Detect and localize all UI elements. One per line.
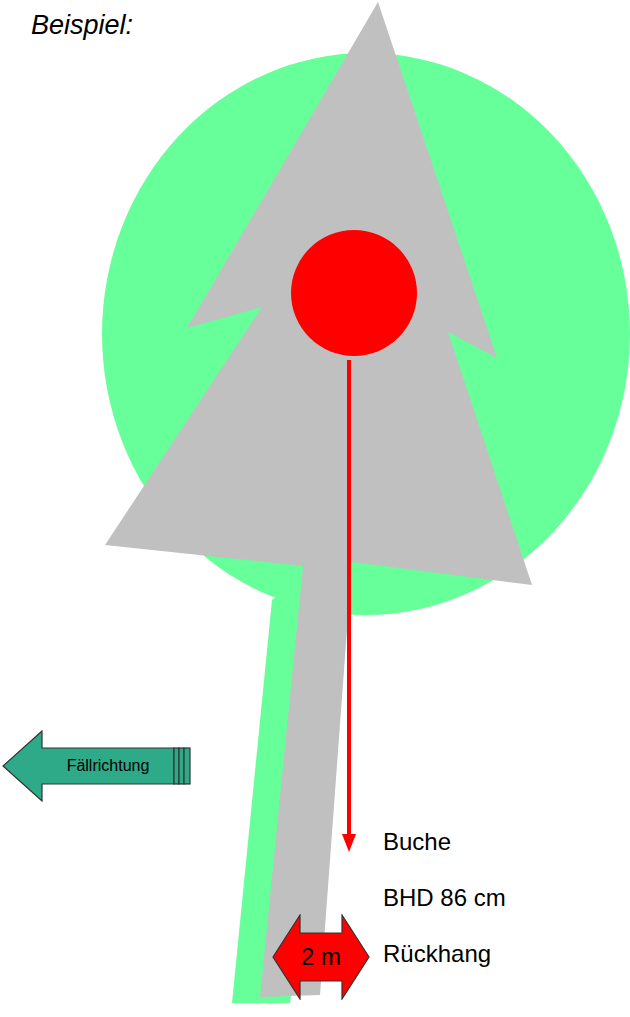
dimension-double-arrow: 2 m [272,914,370,1000]
shape-part [3,731,174,801]
direction-arrow: Fällrichtung [2,730,192,802]
lean-arrowhead [342,834,356,852]
crown-center-dot [291,230,417,356]
shape-part [273,915,369,999]
tree-label: BHD 86 cm [383,884,506,912]
shape-part [179,748,184,784]
diagram-title: Beispiel: [31,10,133,41]
lean-line [347,360,351,836]
tree-silhouette [105,2,532,997]
arrow-label: Fällrichtung [67,757,150,775]
arrow-label: 2 m [301,943,341,971]
tree-label: Rückhang [383,940,491,968]
tree-label: Buche [383,828,451,856]
shape-part [174,748,179,784]
shape-part [184,748,190,784]
